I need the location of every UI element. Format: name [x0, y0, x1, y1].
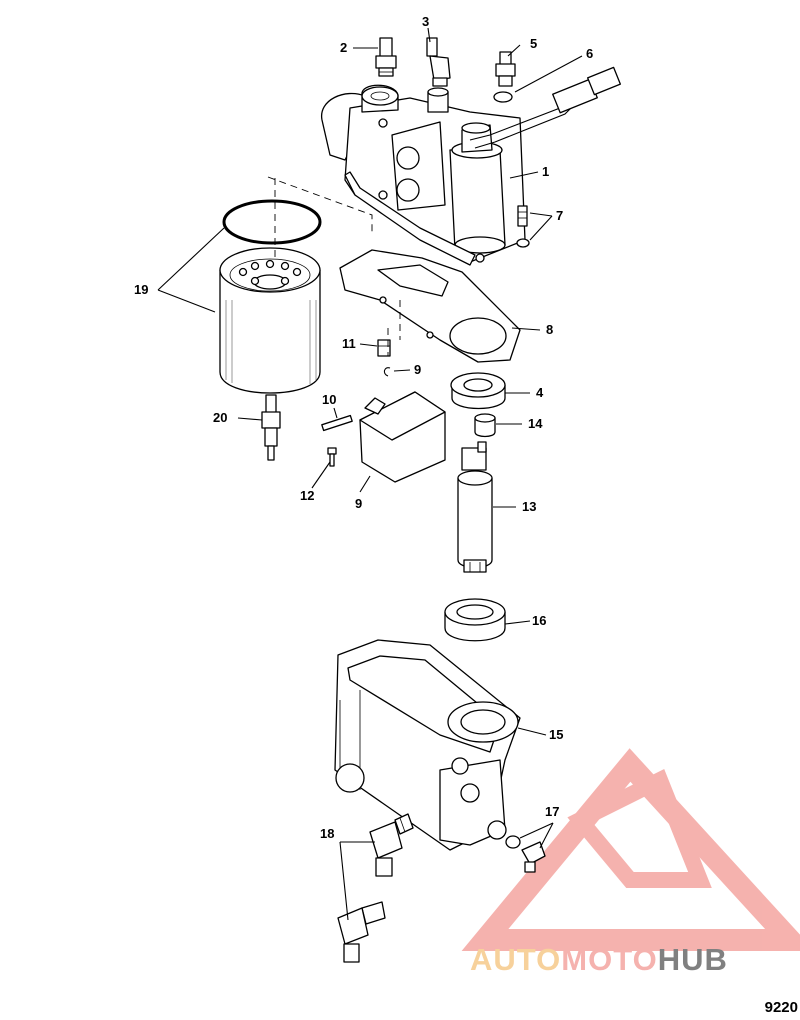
seal-part-4 [450, 372, 506, 410]
watermark-logo: AUTOMOTOHUB [461, 748, 800, 977]
callout-4: 4 [536, 385, 544, 400]
callout-1: 1 [542, 164, 549, 179]
callout-6: 6 [586, 46, 593, 61]
electric-fuel-pump-part-13 [457, 441, 493, 573]
leader-lines [157, 27, 583, 921]
insulator-part-14 [474, 413, 496, 438]
callout-15: 15 [549, 727, 563, 742]
elbow-fitting-part-3 [426, 37, 451, 87]
water-sensor-part-20 [261, 394, 281, 461]
plug-part-17 [505, 835, 546, 873]
callout-12: 12 [300, 488, 314, 503]
callout-3: 3 [422, 14, 429, 29]
fuel-filter-part-19 [219, 247, 321, 394]
callout-labels: 2 3 5 6 1 7 8 19 11 9 4 10 20 14 12 9 13… [134, 14, 593, 841]
callout-19: 19 [134, 282, 148, 297]
screw-part-7 [516, 205, 530, 248]
seal-part-16 [444, 598, 506, 642]
clip-part-9 [383, 367, 391, 377]
screw-part-12 [327, 447, 337, 467]
wire-harness [469, 66, 622, 149]
elbow-fitting-part-18a [369, 813, 414, 877]
fuel-pump-housing-part-1 [321, 84, 526, 266]
pin-part-10 [321, 414, 353, 432]
callout-11: 11 [342, 336, 356, 351]
watermark-text: AUTOMOTOHUB [470, 942, 728, 977]
callout-18: 18 [320, 826, 334, 841]
gasket-part-8 [339, 249, 521, 363]
callout-9b: 9 [355, 496, 362, 511]
figure-number: 9220 [764, 999, 798, 1016]
callout-14: 14 [528, 416, 543, 431]
fitting-part-5 [495, 51, 516, 87]
callout-2: 2 [340, 40, 347, 55]
filter-seal-ring [222, 199, 322, 245]
callout-7: 7 [556, 208, 563, 223]
fitting-part-2 [375, 37, 397, 77]
pump-cover-part-9 [359, 391, 446, 483]
callout-20: 20 [213, 410, 227, 425]
callout-9a: 9 [414, 362, 421, 377]
callout-8: 8 [546, 322, 553, 337]
fuel-cooler-housing-part-15 [334, 639, 521, 851]
callout-5: 5 [530, 36, 537, 51]
filter-part-11 [377, 339, 391, 357]
callout-10: 10 [322, 392, 336, 407]
callout-13: 13 [522, 499, 536, 514]
o-ring-part-6 [493, 91, 513, 103]
elbow-fitting-part-18b [337, 901, 386, 963]
callout-16: 16 [532, 613, 546, 628]
callout-17: 17 [545, 804, 559, 819]
